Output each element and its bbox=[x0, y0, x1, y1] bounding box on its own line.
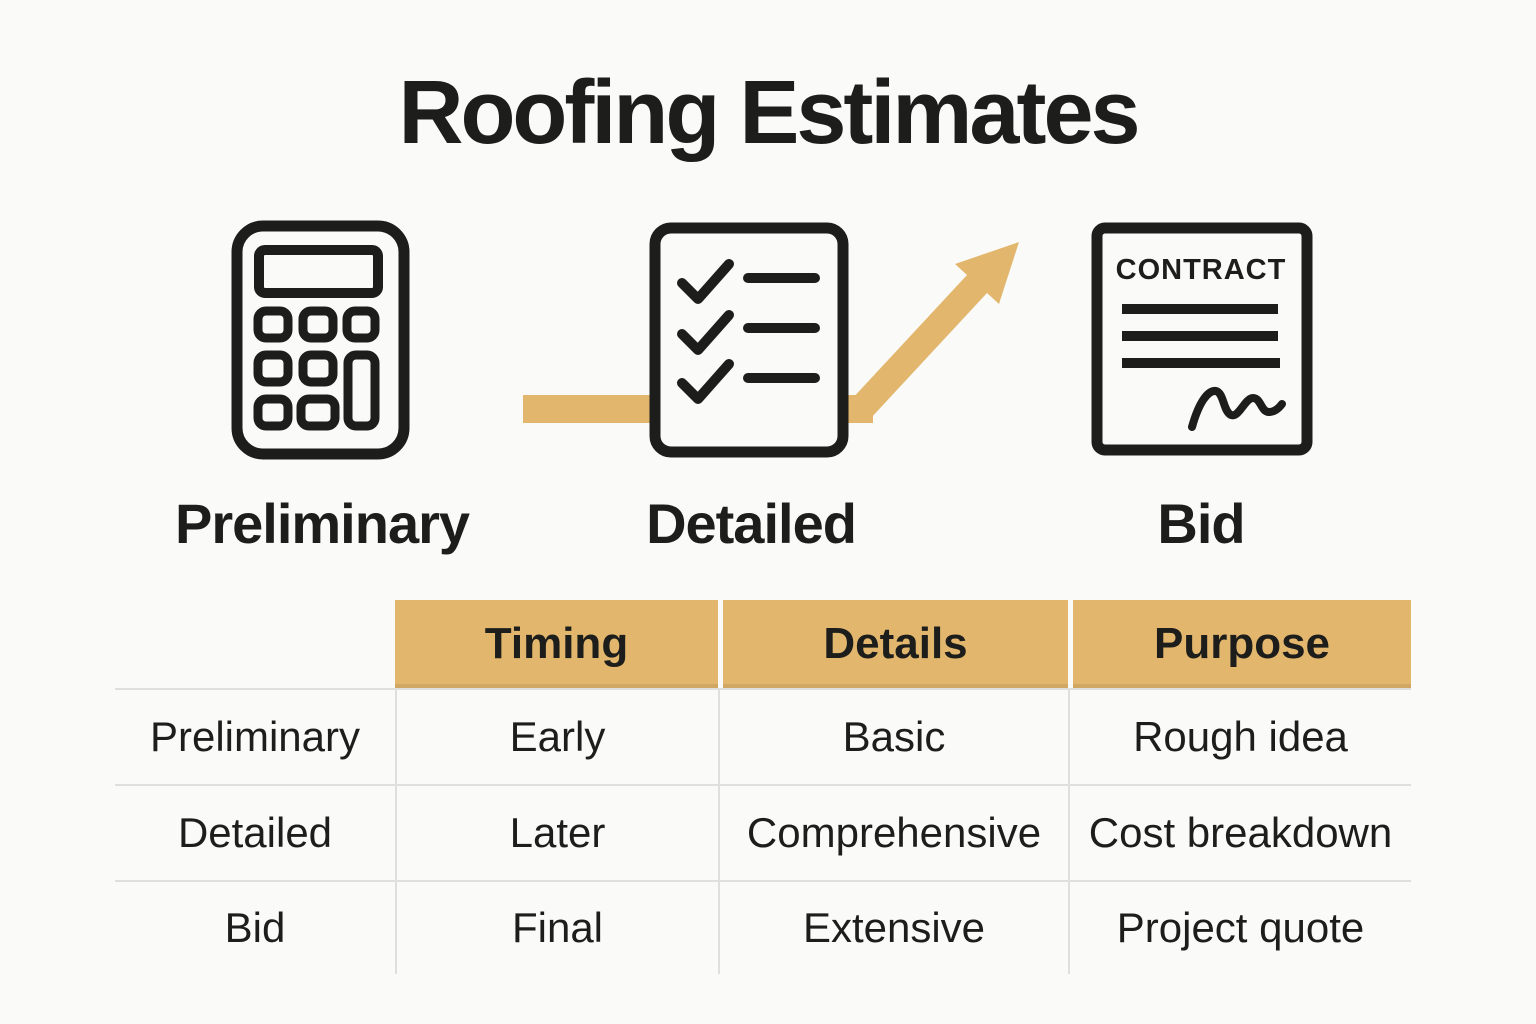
cell-preliminary-timing: Early bbox=[395, 688, 718, 784]
cell-preliminary-details: Basic bbox=[718, 688, 1068, 784]
cell-bid-timing: Final bbox=[395, 880, 718, 974]
cell-preliminary-purpose: Rough idea bbox=[1068, 688, 1411, 784]
cell-bid-purpose: Project quote bbox=[1068, 880, 1411, 974]
row-label-detailed: Detailed bbox=[115, 784, 395, 880]
stage-icons-graphic: CONTRACT bbox=[231, 220, 1313, 460]
stage-label-preliminary: Preliminary bbox=[174, 492, 470, 555]
header-cell-purpose: Purpose bbox=[1068, 600, 1411, 688]
stage-label-bid: Bid bbox=[1157, 492, 1245, 555]
checklist-icon bbox=[649, 222, 849, 458]
stage-label-detailed: Detailed bbox=[646, 492, 857, 555]
signature-icon bbox=[1188, 387, 1286, 431]
header-cell-details: Details bbox=[718, 600, 1068, 688]
calculator-icon bbox=[231, 220, 410, 460]
page-title: Roofing Estimates bbox=[398, 63, 1140, 163]
contract-icon: CONTRACT bbox=[1091, 222, 1313, 456]
row-label-bid: Bid bbox=[115, 880, 395, 974]
header-cell-empty bbox=[115, 600, 395, 688]
header-cell-timing: Timing bbox=[395, 600, 718, 688]
comparison-table: Timing Details Purpose Preliminary Early… bbox=[115, 600, 1411, 974]
cell-bid-details: Extensive bbox=[718, 880, 1068, 974]
cell-detailed-purpose: Cost breakdown bbox=[1068, 784, 1411, 880]
row-label-preliminary: Preliminary bbox=[115, 688, 395, 784]
contract-label-text: CONTRACT bbox=[1116, 254, 1287, 286]
cell-detailed-details: Comprehensive bbox=[718, 784, 1068, 880]
cell-detailed-timing: Later bbox=[395, 784, 718, 880]
